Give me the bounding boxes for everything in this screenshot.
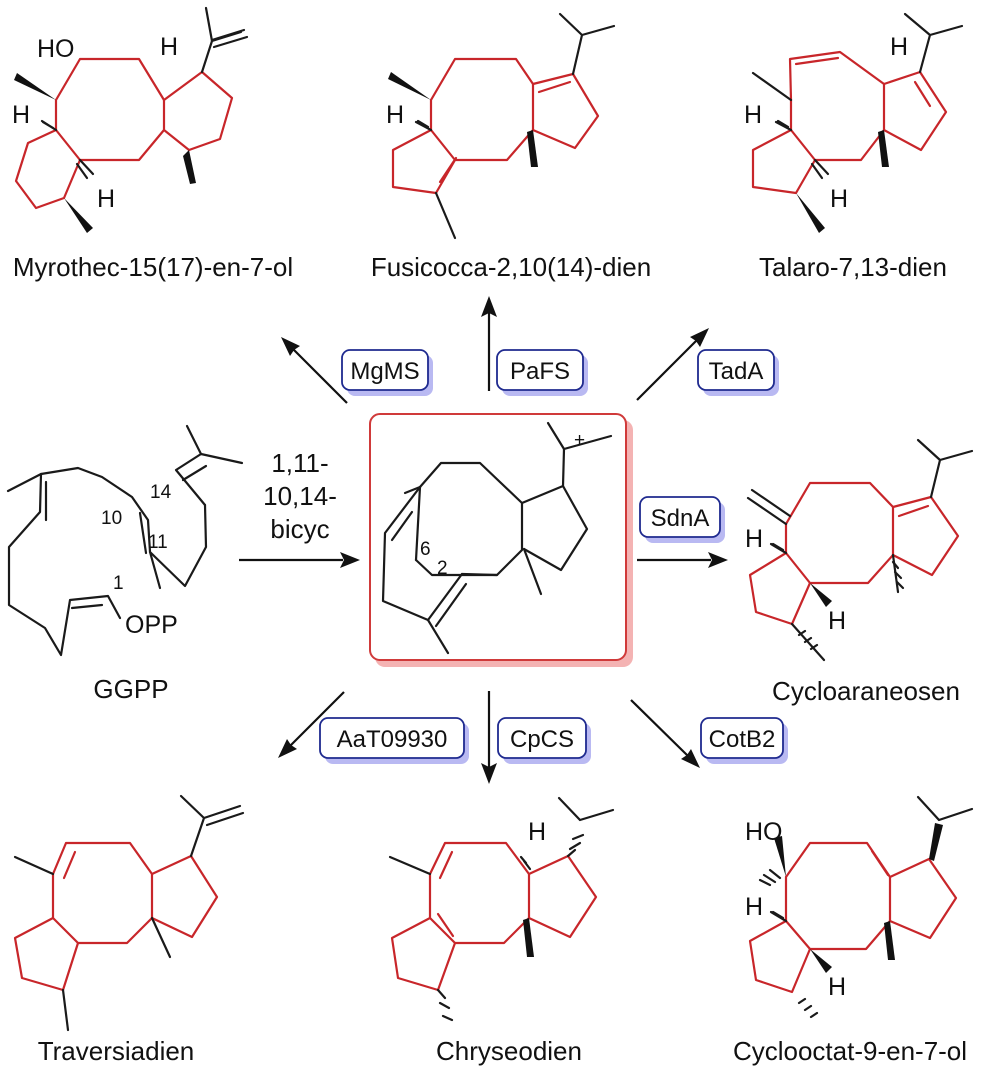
enzyme-pafs: PaFS	[496, 349, 588, 396]
enzyme-sdna: SdnA	[639, 496, 725, 543]
fusicocca-h1: H	[386, 101, 404, 129]
myrothec-h2: H	[97, 185, 115, 213]
myrothec-h3: H	[160, 33, 178, 61]
enzyme-cpcs: CpCS	[497, 717, 591, 764]
arrow-aat09930	[278, 691, 345, 758]
ggpp-structure	[6, 424, 244, 657]
enzyme-aat09930-label: AaT09930	[337, 726, 448, 753]
product-cycloaraneosen-structure: H H	[745, 438, 974, 662]
product-fusicocca-name: Fusicocca-2,10(14)-dien	[371, 252, 651, 282]
myrothec-ho: HO	[37, 35, 75, 63]
talaro-h1: H	[744, 101, 762, 129]
enzyme-cotb2: CotB2	[700, 717, 788, 764]
product-cyclooctat-structure: HO H H	[745, 795, 974, 1019]
product-talaro-name: Talaro-7,13-dien	[759, 252, 947, 282]
product-fusicocca-structure: H	[386, 12, 616, 240]
cyclooctat-h2: H	[828, 973, 846, 1001]
enzyme-cotb2-label: CotB2	[709, 726, 776, 753]
ggpp-opp: OPP	[125, 611, 178, 639]
ggpp-c10: 10	[101, 508, 122, 529]
product-cycloaraneosen-name: Cycloaraneosen	[772, 676, 960, 706]
arrow-tada	[636, 328, 709, 401]
enzyme-tada: TadA	[697, 349, 779, 396]
arrow-mgms	[281, 337, 348, 404]
enzyme-sdna-label: SdnA	[651, 505, 710, 532]
product-traversiadien-name: Traversiadien	[38, 1036, 195, 1066]
product-chryseodien-structure: H	[388, 796, 615, 1022]
cycloaraneosen-h2: H	[828, 607, 846, 635]
enzyme-mgms: MgMS	[341, 349, 433, 396]
arrow-cotb2	[630, 699, 700, 768]
product-myrothec-structure: HO H H H	[12, 6, 249, 233]
ggpp-c1: 1	[113, 573, 124, 594]
arrow-pafs	[481, 296, 497, 391]
enzyme-tada-label: TadA	[709, 358, 764, 385]
cyclization-label-line2: 10,14-	[263, 481, 337, 511]
cyclization-arrow	[239, 552, 360, 568]
enzyme-aat09930: AaT09930	[319, 717, 469, 764]
intermediate-structure	[381, 421, 613, 655]
intermediate-frame	[369, 413, 633, 667]
enzyme-pafs-label: PaFS	[510, 358, 570, 385]
cyclooctat-ho: HO	[745, 818, 783, 846]
product-cyclooctat-name: Cyclooctat-9-en-7-ol	[733, 1036, 967, 1066]
ggpp-name: GGPP	[93, 674, 168, 704]
arrow-cpcs	[481, 691, 497, 784]
enzyme-cpcs-label: CpCS	[510, 726, 574, 753]
ggpp-c11: 11	[148, 532, 168, 553]
intermediate-charge: +	[574, 430, 585, 451]
chryseodien-h1: H	[528, 818, 546, 846]
cyclization-label-line3: bicyc	[270, 514, 329, 544]
intermediate-c6: 6	[420, 539, 431, 560]
cycloaraneosen-h1: H	[745, 525, 763, 553]
product-chryseodien-name: Chryseodien	[436, 1036, 582, 1066]
product-talaro-structure: H H H	[744, 12, 964, 233]
cyclization-label-line1: 1,11-	[271, 448, 328, 478]
myrothec-h1: H	[12, 101, 30, 129]
talaro-h2: H	[830, 185, 848, 213]
intermediate-c2: 2	[437, 558, 448, 579]
product-myrothec-name: Myrothec-15(17)-en-7-ol	[13, 252, 293, 282]
talaro-h3: H	[890, 33, 908, 61]
enzyme-mgms-label: MgMS	[350, 358, 419, 385]
cyclooctat-h1: H	[745, 893, 763, 921]
product-traversiadien-structure	[13, 794, 245, 1032]
arrow-sdna	[637, 552, 728, 568]
ggpp-c14: 14	[150, 482, 172, 503]
